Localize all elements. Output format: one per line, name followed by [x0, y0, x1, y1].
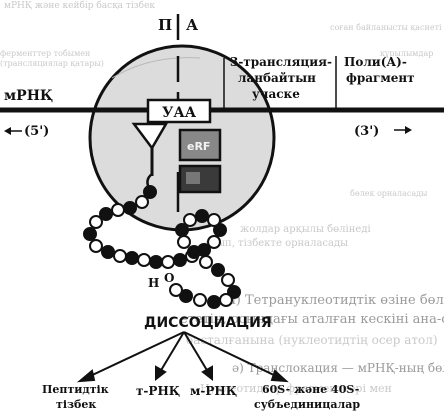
amino-acid-bead: [183, 213, 197, 227]
arrow-head-subunits: [270, 369, 289, 383]
bleed-line: құрылымдар: [380, 49, 433, 58]
product-subunits-line2: субъединицалар: [254, 398, 360, 411]
amino-acid-bead: [113, 249, 127, 263]
bleed-through-text: жолдар арқылы бөлінеді оқып, тізбекте ор…: [0, 0, 444, 395]
utr-label-line1: 3-трансляция-: [230, 55, 332, 69]
bleed-line: соған байланысты қасиеті: [330, 23, 442, 32]
product-peptide-line2: тізбек: [56, 398, 96, 411]
erf-domain-top: [178, 128, 222, 162]
arrow-head-peptide: [76, 369, 96, 383]
arrow-to-subunits: [183, 331, 281, 379]
arrow-to-trna: [159, 331, 185, 373]
amino-acid-bead: [199, 255, 213, 269]
amino-acid-bead: [89, 239, 103, 253]
bleed-line: ететін, осындағы аталған кескіні ана-о: [180, 312, 444, 327]
amino-acid-bead: [137, 253, 151, 267]
arrow-to-peptide: [85, 331, 185, 379]
amino-acid-bead: [125, 251, 139, 265]
amino-acid-bead: [89, 215, 103, 229]
amino-acid-bead: [207, 235, 221, 249]
product-peptide-line1: Пептидтік: [42, 383, 109, 396]
amino-acid-bead: [169, 283, 183, 297]
arrow-head-trna: [155, 365, 167, 382]
amino-acid-bead: [149, 255, 163, 269]
amino-acid-bead: [99, 207, 113, 221]
stop-codon-box: [146, 98, 212, 124]
amino-acid-bead: [211, 263, 225, 277]
utr-label-line3: учаске: [252, 87, 300, 101]
ribosome-shading: [111, 57, 201, 79]
amino-acid-bead: [143, 185, 157, 199]
amino-acid-bead: [161, 255, 175, 269]
polypeptide-chain: [83, 185, 241, 309]
trna-anticodon-loop: [131, 122, 169, 151]
erf-label: eRF: [187, 140, 210, 153]
amino-acid-bead: [177, 235, 191, 249]
amino-acid-bead: [101, 245, 115, 259]
amino-acid-bead: [193, 293, 207, 307]
bleed-line: Нуклеотидтер фрагменттері мен: [200, 382, 392, 395]
amino-acid-bead: [123, 201, 137, 215]
amino-acid-bead: [173, 253, 187, 267]
bleed-line: бөлек орналасады: [350, 189, 428, 198]
amino-acid-bead: [219, 293, 233, 307]
arrow-right-icon: [405, 126, 412, 134]
three-prime-label: (3'): [354, 124, 379, 139]
amino-acid-bead: [111, 203, 125, 217]
bleed-line: оқып, тізбекте орналасады: [205, 238, 348, 249]
p-site-label: П: [158, 16, 172, 34]
bleed-line: а) Тетрануклеотидтік өзіне бөлшек: [228, 293, 444, 308]
arrow-to-mrna: [183, 331, 209, 373]
amino-acid-bead: [187, 245, 201, 259]
amino-acid-bead: [83, 227, 97, 241]
five-prime-label: (5'): [24, 124, 49, 139]
product-subunits-line1: 60S- және 40S-: [262, 383, 359, 396]
amino-acid-bead: [175, 223, 189, 237]
polya-label-line2: фрагмент: [346, 71, 415, 85]
utr-label-line2: ланбайтын: [238, 71, 316, 85]
stop-codon-label: УАА: [162, 105, 197, 121]
terminus-label-o: O: [164, 271, 174, 285]
dissociation-arrows: [76, 331, 289, 383]
arrow-head-mrna: [201, 365, 213, 382]
bleed-line: мРНҚ және кейбір басқа тізбек: [4, 0, 155, 11]
amino-acid-bead: [227, 285, 241, 299]
product-trna: т-РНҚ: [136, 384, 180, 398]
arrow-left-icon: [4, 127, 11, 135]
bleed-line: ферменттер тобымен: [0, 49, 90, 58]
a-site-label: А: [186, 16, 199, 34]
release-factor: eRF: [178, 128, 222, 194]
trna: [131, 122, 169, 191]
product-mrna: м-РНҚ: [190, 384, 237, 398]
bleed-line: ә) Транслокация — мРНҚ-ның бөлшегі: [232, 361, 444, 375]
erf-domain-detail: [186, 172, 200, 184]
amino-acid-bead: [179, 289, 193, 303]
amino-acid-bead: [221, 273, 235, 287]
bleed-line: жолдар арқылы бөлінеді: [240, 224, 371, 235]
amino-acid-bead: [207, 213, 221, 227]
amino-acid-bead: [207, 295, 221, 309]
bleed-line: (трансляциялар қатары): [0, 59, 104, 68]
mrna-label: мРНҚ: [4, 88, 53, 104]
amino-acid-bead: [213, 223, 227, 237]
polya-label-line1: Поли(А)-: [344, 55, 407, 69]
amino-acid-bead: [195, 209, 209, 223]
amino-acid-bead: [135, 195, 149, 209]
bleed-line: басталғанына (нуклеотидтің осер атол): [186, 333, 438, 347]
dissociation-label: ДИССОЦИАЦИЯ: [144, 315, 272, 331]
terminus-label-h: H: [148, 276, 159, 290]
